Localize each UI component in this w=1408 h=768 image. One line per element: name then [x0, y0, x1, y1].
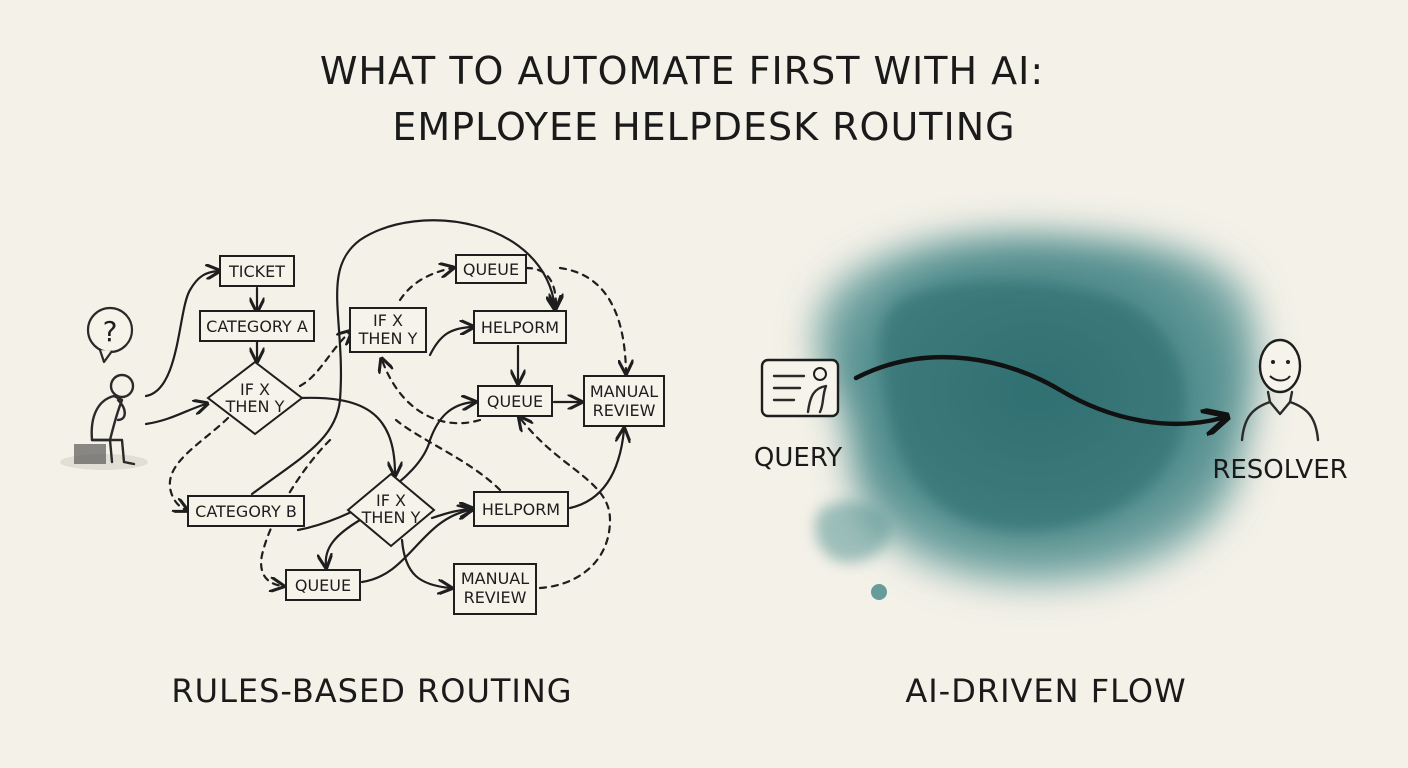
- ai-flow-arrow: [853, 354, 1222, 424]
- confused-person-icon: ?: [60, 306, 148, 470]
- decision-3-line-2: THEN Y: [361, 508, 421, 527]
- edge-d3-mr2: [400, 538, 450, 588]
- edge-mr2-queuemid: [520, 418, 612, 590]
- category-b-label: CATEGORY B: [195, 502, 297, 521]
- decision-1-line-1: IF X: [240, 380, 270, 399]
- node-category-b: CATEGORY B: [187, 495, 305, 527]
- resolver-label: RESOLVER: [1212, 455, 1347, 485]
- manual-review-1-line-2: REVIEW: [593, 401, 656, 420]
- query-label: QUERY: [754, 443, 842, 473]
- decision-2-line-2: THEN Y: [358, 329, 418, 348]
- query-document-icon: [760, 358, 840, 418]
- edge-low-queuemid: [296, 402, 474, 532]
- edge-help2-mr: [568, 430, 624, 510]
- queue-top-label: QUEUE: [463, 260, 519, 279]
- edge-queuemid-d2: [382, 360, 482, 425]
- edge-queuetop-mr: [558, 266, 626, 372]
- edge-d1-catb: [168, 416, 230, 510]
- edge-person-decision: [144, 404, 206, 426]
- edge-d2-queuetop: [398, 268, 452, 302]
- manual-review-2-line-1: MANUAL: [461, 569, 529, 588]
- node-ticket: TICKET: [219, 255, 295, 287]
- edge-queuebot-help2: [360, 510, 470, 584]
- rules-based-caption: RULES-BASED ROUTING: [171, 672, 572, 710]
- edge-loop-queuebot: [260, 438, 332, 586]
- edge-help2-up: [394, 418, 502, 492]
- helpform-1-label: HELPORM: [481, 318, 559, 337]
- node-manual-review-2: MANUAL REVIEW: [453, 563, 537, 615]
- edge-loop-top: [250, 219, 555, 496]
- ai-watercolor-wash: [815, 233, 1259, 600]
- edge-d3-queuebot: [326, 518, 362, 566]
- node-category-a: CATEGORY A: [199, 310, 315, 342]
- decision-1-line-2: THEN Y: [225, 397, 285, 416]
- title-line-1: WHAT TO AUTOMATE FIRST WITH AI:: [320, 49, 1044, 93]
- edge-d1-d3: [298, 396, 395, 474]
- node-helpform-1: HELPORM: [473, 310, 567, 344]
- resolver-person-icon: [1240, 338, 1320, 442]
- edge-d2-help: [428, 327, 472, 357]
- ai-driven-caption: AI-DRIVEN FLOW: [905, 672, 1186, 710]
- helpform-2-label: HELPORM: [482, 500, 560, 519]
- title-line-2: EMPLOYEE HELPDESK ROUTING: [392, 105, 1015, 149]
- manual-review-2-line-2: REVIEW: [464, 588, 527, 607]
- category-a-label: CATEGORY A: [206, 317, 308, 336]
- edge-person-ticket: [144, 271, 218, 398]
- node-decision-3: IF X THEN Y: [346, 472, 436, 548]
- decision-3-line-1: IF X: [376, 491, 406, 510]
- node-helpform-2: HELPORM: [473, 491, 569, 527]
- edge-d1-d2: [298, 332, 350, 388]
- question-mark: ?: [103, 315, 118, 348]
- rules-edges: [144, 219, 626, 590]
- decision-2-line-1: IF X: [373, 311, 403, 330]
- queue-mid-label: QUEUE: [487, 392, 543, 411]
- edge-queuetop-help: [524, 266, 556, 306]
- node-queue-bottom: QUEUE: [285, 569, 361, 601]
- node-queue-mid: QUEUE: [477, 385, 553, 417]
- node-manual-review-1: MANUAL REVIEW: [583, 375, 665, 427]
- node-queue-top: QUEUE: [455, 254, 527, 284]
- manual-review-1-line-1: MANUAL: [590, 382, 658, 401]
- node-decision-1: IF X THEN Y: [206, 360, 304, 436]
- queue-bottom-label: QUEUE: [295, 576, 351, 595]
- node-decision-2: IF X THEN Y: [349, 307, 427, 353]
- ticket-label: TICKET: [228, 262, 285, 281]
